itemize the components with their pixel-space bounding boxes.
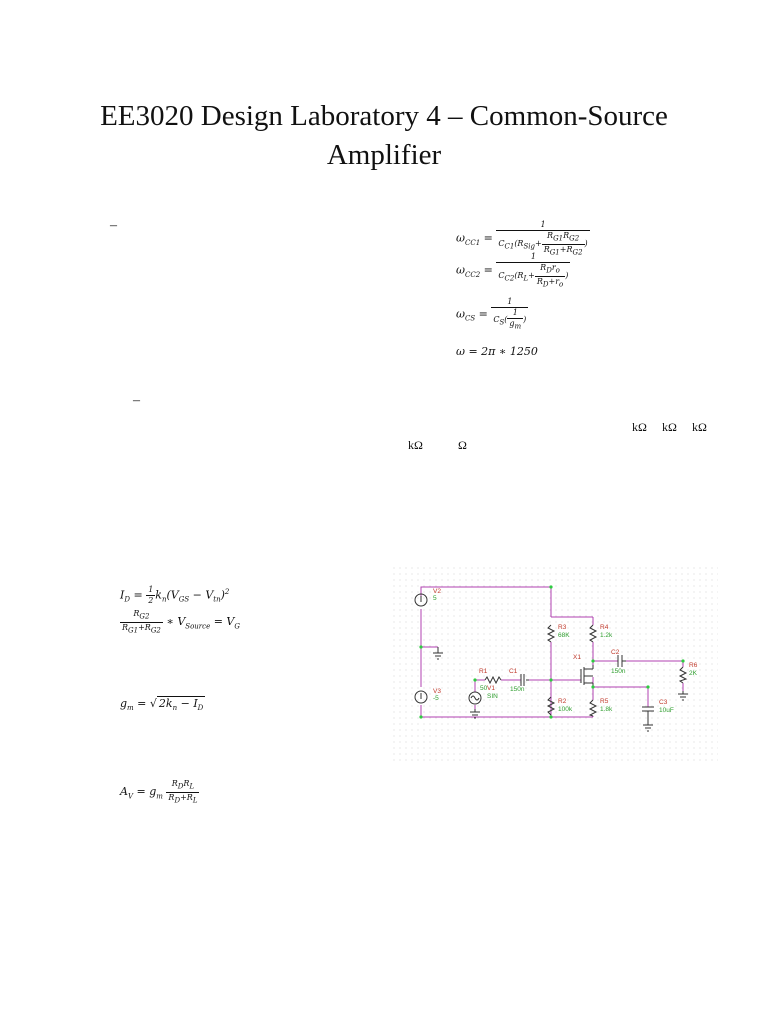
ground-symbols: [433, 647, 688, 732]
unit-kohm-2: kΩ: [662, 420, 677, 434]
label-r6: R6: [689, 662, 698, 669]
title-line-2: Amplifier: [326, 139, 442, 171]
label-v3: V3: [433, 688, 441, 695]
label-r5: R5: [600, 698, 609, 705]
label-r1: R1: [479, 668, 488, 675]
value-c3: 10uF: [659, 707, 674, 714]
unit-kohm-1: kΩ: [632, 420, 647, 434]
formula-transconductance: gm = √2kn − ID: [120, 696, 206, 713]
r3-resistor-symbol: [546, 624, 556, 643]
label-v2: V2: [433, 588, 441, 595]
label-v1: V1: [487, 685, 495, 692]
value-v2: 5: [433, 595, 437, 602]
r5-resistor-symbol: [588, 699, 598, 717]
document-title: EE3020 Design Laboratory 4 – Common-Sour…: [0, 97, 768, 175]
unit-kohm-3: kΩ: [692, 420, 707, 434]
label-x1: X1: [573, 654, 581, 661]
value-c2: 150n: [611, 668, 626, 675]
v1-source-symbol: [468, 691, 482, 705]
equation-omega: ω = 2π ∗ 1250: [456, 345, 538, 358]
label-c2: C2: [611, 649, 620, 656]
value-v3: -5: [433, 695, 439, 702]
capacitor-symbols: [520, 655, 654, 717]
r2-resistor-symbol: [546, 696, 556, 716]
value-r1: 50: [480, 685, 488, 692]
label-r3: R3: [558, 624, 567, 631]
r4-resistor-symbol: [588, 624, 598, 643]
value-r6: 2K: [689, 670, 698, 677]
value-r4: 1.2k: [600, 632, 613, 639]
r6-resistor-symbol: [678, 666, 688, 684]
unit-kohm-4: kΩ: [408, 438, 423, 452]
unit-ohm: Ω: [458, 438, 467, 452]
grid-background: [393, 567, 718, 762]
label-c1: C1: [509, 668, 518, 675]
value-v1: SIN: [487, 693, 498, 700]
v2-source-symbol: [414, 593, 428, 607]
dash-2: –: [133, 393, 140, 408]
common-source-schematic: V2 5 V3 -5 R1 50 V1 SIN C1 150n R3 68K R…: [393, 567, 718, 762]
v3-source-symbol: [414, 690, 428, 704]
title-line-1: EE3020 Design Laboratory 4 – Common-Sour…: [100, 100, 668, 132]
label-r4: R4: [600, 624, 609, 631]
label-r2: R2: [558, 698, 567, 705]
label-c3: C3: [659, 699, 668, 706]
component-labels: V2 5 V3 -5 R1 50 V1 SIN C1 150n R3 68K R…: [433, 588, 698, 714]
r1-resistor-symbol: [484, 675, 502, 685]
value-r5: 1.8k: [600, 706, 613, 713]
source-symbols: [414, 593, 482, 705]
node-dots: [419, 585, 685, 719]
resistor-symbols: [484, 624, 688, 717]
value-r3: 68K: [558, 632, 570, 639]
dash-1: –: [110, 218, 117, 233]
value-r2: 100k: [558, 706, 573, 713]
value-c1: 150n: [510, 686, 525, 693]
